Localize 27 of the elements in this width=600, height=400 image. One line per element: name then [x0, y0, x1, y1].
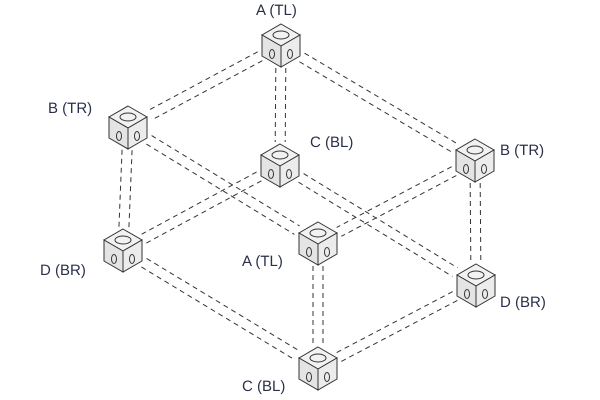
- corner-casting-drawing: [102, 227, 144, 273]
- corner-casting-drawing: [455, 262, 497, 308]
- dashed-connector: [312, 266, 324, 346]
- dashed-connector: [336, 166, 457, 237]
- corner-casting-drawing: [259, 142, 301, 188]
- corner-casting-drawing: [297, 220, 339, 266]
- corner-casting-drawing: [297, 345, 339, 391]
- corner-label: B (TR): [500, 142, 544, 159]
- dashed-connector: [298, 173, 458, 277]
- corner-label: C (BL): [310, 134, 354, 151]
- dashed-connector: [298, 52, 458, 152]
- dashed-connector: [336, 291, 458, 362]
- corner-casting-drawing: [260, 22, 302, 68]
- corner-label: A (TL): [256, 2, 297, 19]
- dashed-connector: [141, 171, 262, 244]
- dashed-connector: [470, 182, 482, 263]
- corner-label: D (BR): [40, 262, 86, 279]
- corner-label: C (BL): [242, 378, 286, 395]
- corner-label: A (TL): [242, 253, 283, 270]
- dashed-connector: [274, 67, 286, 143]
- dashed-connector: [140, 258, 300, 360]
- dashed-connector: [146, 135, 300, 235]
- corner-casting-drawing: [454, 137, 496, 183]
- corner-casting-drawing: [107, 104, 149, 150]
- dashed-connector: [118, 149, 133, 228]
- corner-label: B (TR): [48, 100, 92, 117]
- corner-label: D (BR): [500, 294, 546, 311]
